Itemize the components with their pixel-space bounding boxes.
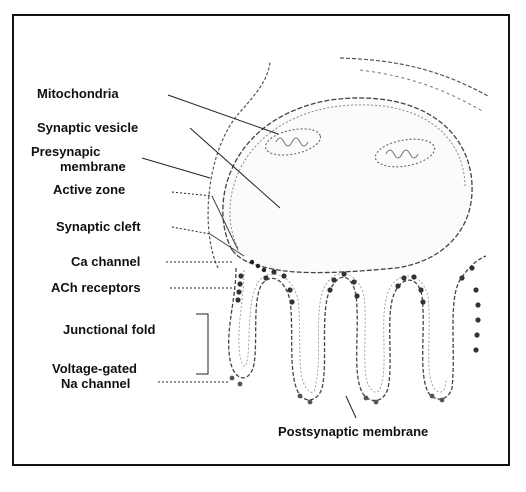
presynaptic-terminal — [223, 98, 472, 273]
label-voltage-gated-2: Na channel — [61, 376, 130, 391]
leader-synaptic-cleft — [172, 227, 210, 234]
label-presynaptic-membrane-1: Presynapic — [31, 144, 100, 159]
ach-receptors — [235, 265, 480, 352]
leader-active-zone — [172, 192, 212, 196]
label-ca-channel: Ca channel — [71, 254, 140, 269]
leader-mitochondria — [168, 95, 278, 134]
label-mitochondria: Mitochondria — [37, 86, 119, 101]
leader-postsynaptic — [346, 396, 356, 418]
label-postsynaptic-membrane: Postsynaptic membrane — [278, 424, 428, 439]
label-junctional-fold: Junctional fold — [63, 322, 155, 337]
label-presynaptic-membrane-2: membrane — [60, 159, 126, 174]
label-active-zone: Active zone — [53, 182, 125, 197]
label-voltage-gated-1: Voltage-gated — [52, 361, 137, 376]
label-synaptic-vesicle: Synaptic vesicle — [37, 120, 138, 135]
leader-presynaptic — [142, 158, 210, 178]
sheath-top-curve — [340, 58, 488, 96]
leader-junctional-fold — [196, 314, 208, 374]
label-synaptic-cleft: Synaptic cleft — [56, 219, 141, 234]
label-ach-receptors: ACh receptors — [51, 280, 141, 295]
na-channels — [230, 376, 445, 405]
postsynaptic-membrane-inner — [239, 270, 446, 392]
